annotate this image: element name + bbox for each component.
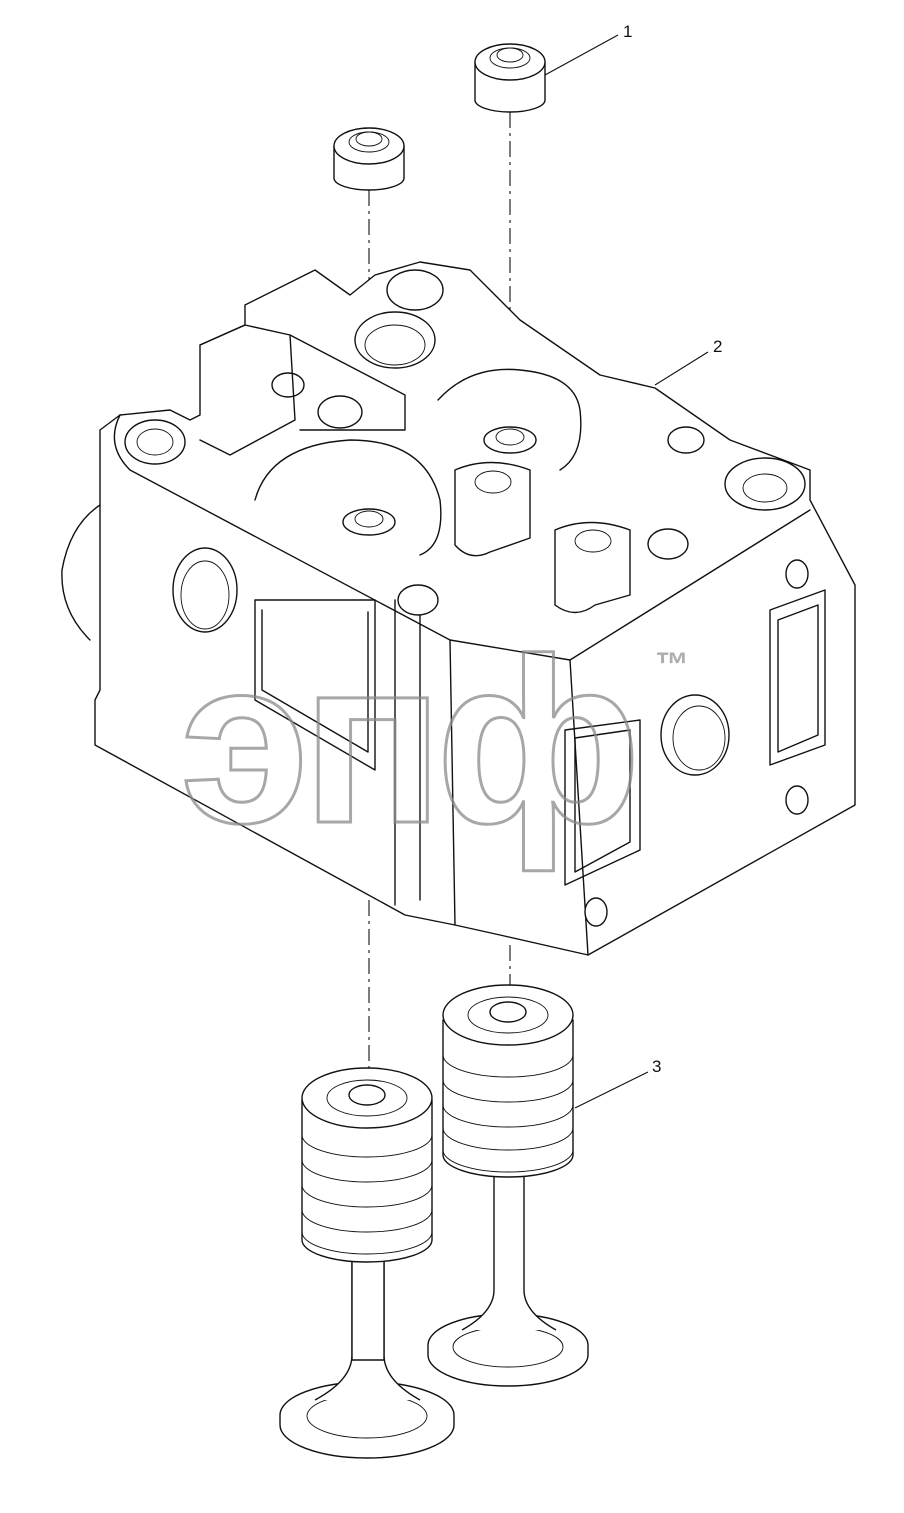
valve-stem-seal-left <box>333 127 405 191</box>
leader-lines <box>544 34 709 1109</box>
callout-3: 3 <box>652 1057 661 1076</box>
valve-left <box>279 1067 455 1459</box>
cylinder-head <box>61 261 856 956</box>
callout-1: 1 <box>623 22 632 41</box>
watermark-logo: эпф <box>180 609 633 872</box>
valve-stem-seal-right <box>474 43 546 113</box>
callout-2: 2 <box>713 337 722 356</box>
watermark-trademark: ™ <box>655 646 689 684</box>
valve-right <box>427 984 589 1387</box>
